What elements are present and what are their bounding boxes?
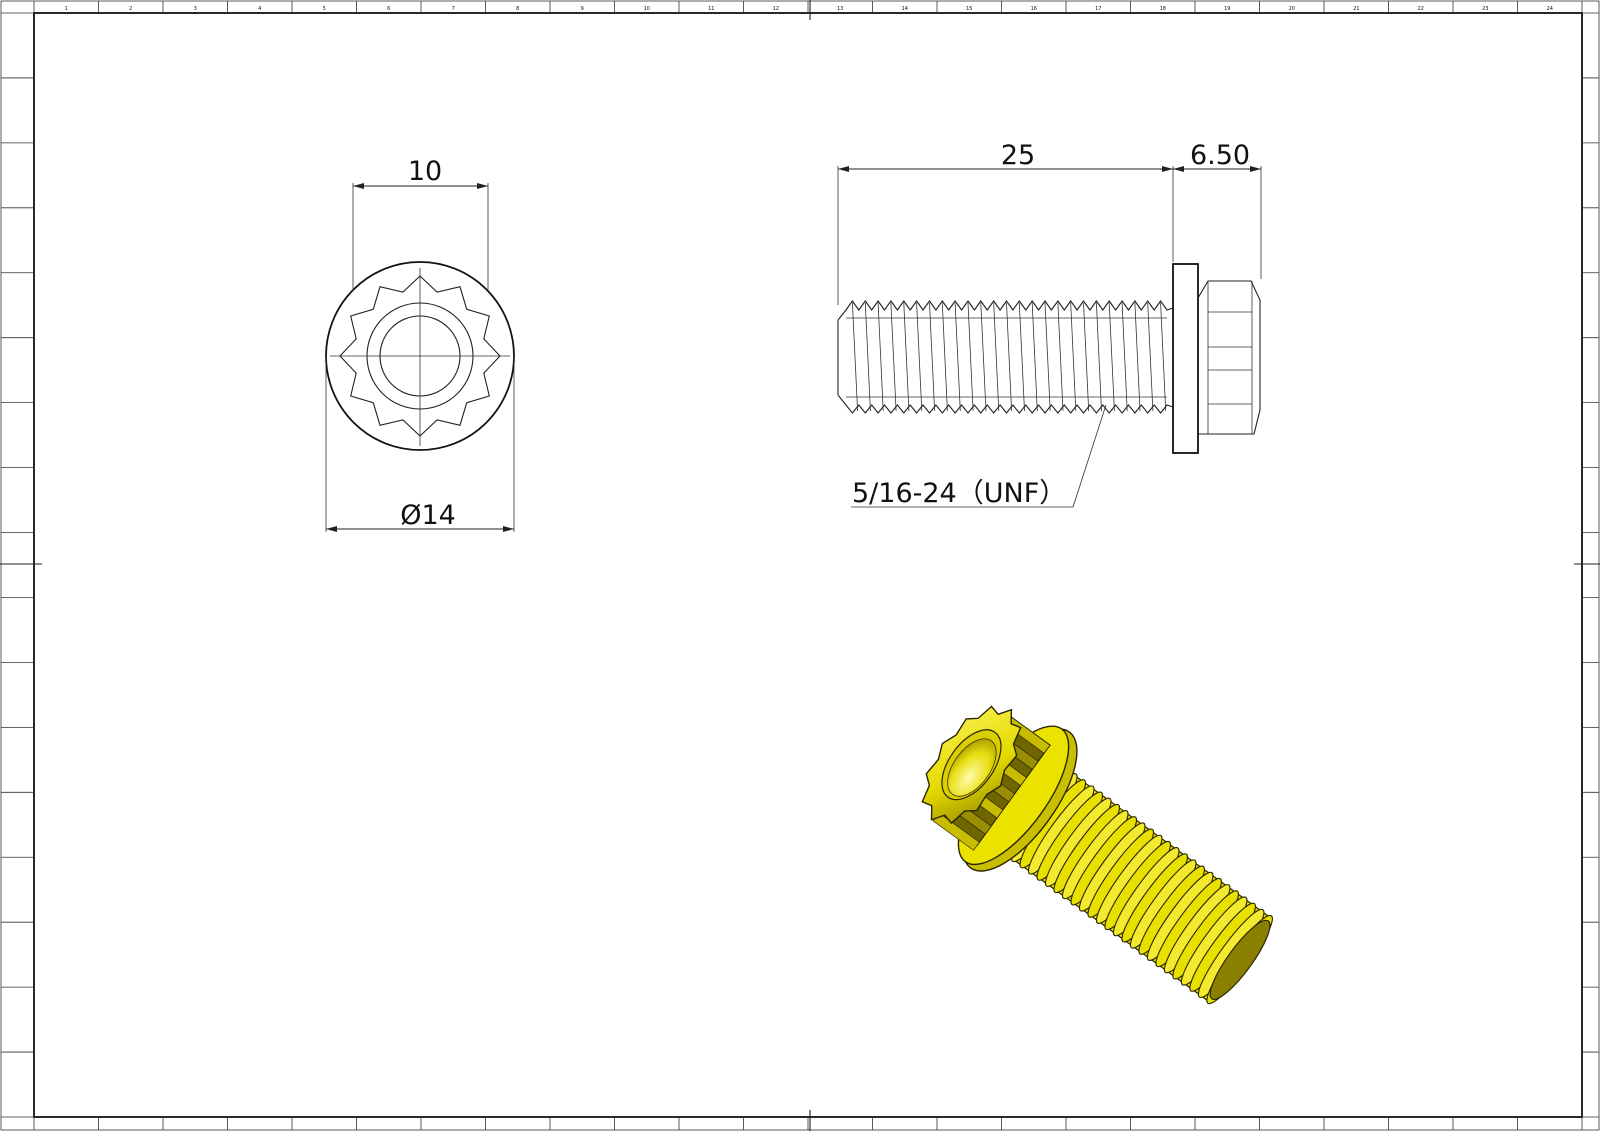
thread-crest <box>864 302 871 412</box>
thread-crest <box>1031 302 1038 412</box>
side-view: 25 6.50 5/16-24（UNF） <box>837 140 1262 509</box>
zone-label: 18 <box>1160 6 1166 12</box>
thread-crest <box>1006 302 1012 412</box>
thread-crest <box>1083 302 1090 412</box>
dim-650-arrow-right <box>1250 166 1261 172</box>
thread-crest <box>877 302 884 412</box>
thread-crest <box>954 302 961 412</box>
isometric-view <box>921 705 1273 1005</box>
zone-label: 24 <box>1547 6 1553 12</box>
thread-leader <box>1072 404 1107 508</box>
zone-label: 8 <box>516 6 519 12</box>
dim-25-label: 25 <box>1001 140 1035 171</box>
dim-25-arrow-right <box>1162 166 1173 172</box>
zone-label: 2 <box>129 6 132 12</box>
dim-25-arrow-left <box>838 166 849 172</box>
inner-border <box>33 12 1583 1118</box>
thread-crest <box>1096 302 1102 412</box>
zone-label: 15 <box>966 6 972 12</box>
zone-label: 6 <box>387 6 390 12</box>
iso-thread-rings <box>1004 768 1273 1005</box>
thread-crest <box>852 302 858 412</box>
flange-side <box>1172 263 1199 454</box>
thread-crest <box>1057 302 1064 412</box>
thread-crest <box>967 302 974 412</box>
thread-crest <box>890 302 897 412</box>
thread-top-edge <box>837 300 1174 321</box>
iso-shank-end <box>1209 919 1271 1000</box>
head-side <box>1197 280 1261 435</box>
thread-crest <box>980 302 987 412</box>
head-outline <box>1197 280 1261 435</box>
thread-crest <box>916 302 923 412</box>
thread-crest <box>1134 302 1141 412</box>
dim-650-label: 6.50 <box>1190 140 1250 171</box>
thread-profile <box>837 300 1174 414</box>
zone-label: 4 <box>258 6 261 12</box>
thread-crest <box>1108 302 1115 412</box>
zone-label: 16 <box>1031 6 1037 12</box>
zone-label: 20 <box>1289 6 1295 12</box>
zone-label: 14 <box>902 6 908 12</box>
zone-label: 11 <box>708 6 714 12</box>
front-view: 10 Ø14 <box>325 156 515 532</box>
thread-crest <box>1044 302 1051 412</box>
zone-label: 12 <box>773 6 779 12</box>
thread-crest <box>1070 302 1077 412</box>
thread-crest <box>903 302 910 412</box>
zone-label: 21 <box>1353 6 1359 12</box>
thread-crest <box>993 302 1000 412</box>
thread-crest <box>941 302 948 412</box>
zone-label: 9 <box>581 6 584 12</box>
zone-label: 1 <box>65 6 68 12</box>
zone-label: 22 <box>1418 6 1424 12</box>
iso-bolt <box>921 705 1273 1005</box>
thread-crest <box>1147 302 1154 412</box>
dim-14-arrow-left <box>326 526 337 532</box>
thread-crest <box>1121 302 1128 412</box>
zone-label: 7 <box>452 6 455 12</box>
dim-14-arrow-right <box>503 526 514 532</box>
thread-bottom-edge <box>837 394 1174 414</box>
dim-14-label: Ø14 <box>400 500 456 531</box>
dim-10-label: 10 <box>408 156 442 187</box>
thread-crest <box>1160 302 1167 412</box>
zone-label: 5 <box>323 6 326 12</box>
thread-callout-label: 5/16-24（UNF） <box>852 478 1066 509</box>
zone-label: 10 <box>644 6 650 12</box>
zone-label: 17 <box>1095 6 1101 12</box>
dim-10-arrow-left <box>353 183 364 189</box>
thread-crest <box>1018 302 1025 412</box>
zone-label: 23 <box>1482 6 1488 12</box>
iso-recess <box>947 738 997 797</box>
zone-label: 3 <box>194 6 197 12</box>
thread-crest <box>929 302 935 412</box>
zone-label: 19 <box>1224 6 1230 12</box>
zone-label: 13 <box>837 6 843 12</box>
dim-650-arrow-left <box>1173 166 1184 172</box>
dim-10-arrow-right <box>477 183 488 189</box>
